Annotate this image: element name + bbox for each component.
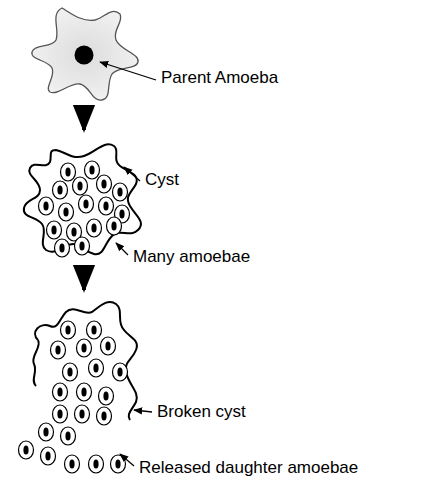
stage-arrow bbox=[82, 108, 86, 130]
leader-arrow bbox=[120, 454, 134, 466]
daughter-amoeba bbox=[99, 387, 114, 405]
daughter-amoeba bbox=[89, 359, 104, 377]
daughter-nucleus bbox=[91, 224, 96, 233]
daughter-amoeba bbox=[77, 339, 92, 357]
daughter-nucleus bbox=[65, 432, 70, 441]
daughter-nucleus bbox=[67, 368, 72, 377]
leader-arrow bbox=[100, 62, 156, 80]
daughter-nucleus bbox=[43, 428, 48, 437]
daughter-amoeba bbox=[59, 203, 74, 221]
daughter-amoeba bbox=[53, 383, 68, 401]
label-text: Parent Amoeba bbox=[160, 68, 279, 87]
daughter-nucleus bbox=[101, 180, 106, 189]
daughter-nucleus bbox=[103, 392, 108, 401]
daughter-nucleus bbox=[69, 460, 74, 469]
label-holder: Parent Amoeba bbox=[160, 68, 279, 88]
daughter-nucleus bbox=[57, 410, 62, 419]
daughter-amoeba bbox=[75, 405, 90, 423]
daughter-nucleus bbox=[71, 228, 76, 237]
daughter-nucleus bbox=[117, 368, 122, 377]
daughter-amoeba bbox=[113, 363, 128, 381]
daughter-amoeba bbox=[61, 321, 76, 339]
daughter-amoeba bbox=[79, 195, 94, 213]
daughter-nucleus bbox=[93, 460, 98, 469]
leader-arrow bbox=[134, 410, 152, 412]
daughter-amoeba bbox=[89, 455, 104, 473]
label-text: Released daughter amoebae bbox=[138, 458, 359, 477]
daughter-amoeba bbox=[97, 407, 112, 425]
daughter-amoeba bbox=[39, 197, 54, 215]
daughter-amoeba bbox=[111, 455, 126, 473]
daughter-nucleus bbox=[65, 326, 70, 335]
daughter-amoeba bbox=[65, 455, 80, 473]
daughter-amoeba bbox=[53, 181, 68, 199]
daughter-amoeba bbox=[39, 423, 54, 441]
broken-cyst-outline bbox=[33, 340, 39, 386]
nucleus bbox=[75, 46, 94, 65]
daughter-nucleus bbox=[57, 388, 62, 397]
daughter-nucleus bbox=[119, 210, 124, 219]
daughter-nucleus bbox=[23, 446, 28, 455]
daughter-amoeba bbox=[75, 237, 90, 255]
daughter-nucleus bbox=[103, 202, 108, 211]
daughter-amoeba bbox=[77, 383, 92, 401]
label-holder: Cyst bbox=[144, 170, 180, 190]
daughter-amoeba bbox=[85, 161, 100, 179]
daughter-amoeba bbox=[113, 183, 128, 201]
daughter-amoeba bbox=[51, 341, 66, 359]
label-holder: Released daughter amoebae bbox=[138, 458, 359, 478]
label-text: Cyst bbox=[144, 170, 180, 189]
daughter-nucleus bbox=[111, 222, 116, 231]
daughter-nucleus bbox=[101, 412, 106, 421]
daughter-nucleus bbox=[81, 388, 86, 397]
daughter-nucleus bbox=[89, 166, 94, 175]
leader-arrow bbox=[124, 167, 140, 181]
daughter-nucleus bbox=[63, 208, 68, 217]
daughter-amoeba bbox=[61, 427, 76, 445]
daughter-nucleus bbox=[115, 460, 120, 469]
daughter-nucleus bbox=[79, 242, 84, 251]
daughter-nucleus bbox=[91, 326, 96, 335]
label-text: Broken cyst bbox=[156, 402, 247, 421]
stage-arrow bbox=[82, 266, 86, 290]
label-holder: Broken cyst bbox=[156, 402, 247, 422]
daughter-nucleus bbox=[79, 410, 84, 419]
daughter-amoeba bbox=[73, 177, 88, 195]
daughter-amoeba bbox=[53, 405, 68, 423]
daughter-amoeba bbox=[63, 363, 78, 381]
daughter-nucleus bbox=[81, 344, 86, 353]
daughter-amoeba bbox=[55, 239, 70, 257]
daughter-nucleus bbox=[105, 342, 110, 351]
label-holder: Many amoebae bbox=[132, 247, 251, 267]
daughter-nucleus bbox=[57, 186, 62, 195]
daughter-amoeba bbox=[47, 221, 62, 239]
daughter-amoeba bbox=[101, 337, 116, 355]
leader-arrow bbox=[116, 243, 128, 255]
cyst-outline bbox=[24, 144, 141, 254]
daughter-nucleus bbox=[117, 188, 122, 197]
daughter-amoeba bbox=[87, 321, 102, 339]
daughter-nucleus bbox=[65, 168, 70, 177]
parent-amoeba bbox=[32, 8, 138, 100]
daughter-amoeba bbox=[87, 219, 102, 237]
daughter-nucleus bbox=[55, 346, 60, 355]
label-text: Many amoebae bbox=[132, 247, 251, 266]
daughter-nucleus bbox=[45, 452, 50, 461]
daughter-nucleus bbox=[83, 200, 88, 209]
daughter-nucleus bbox=[59, 244, 64, 253]
daughter-nucleus bbox=[93, 364, 98, 373]
daughter-amoeba bbox=[61, 163, 76, 181]
daughter-amoeba bbox=[97, 175, 112, 193]
daughter-nucleus bbox=[77, 182, 82, 191]
daughter-nucleus bbox=[51, 226, 56, 235]
daughter-amoeba bbox=[107, 217, 122, 235]
broken-cyst-outline bbox=[35, 302, 137, 420]
daughter-amoeba bbox=[19, 441, 34, 459]
daughter-amoeba bbox=[99, 197, 114, 215]
daughter-amoeba bbox=[41, 447, 56, 465]
daughter-nucleus bbox=[43, 202, 48, 211]
